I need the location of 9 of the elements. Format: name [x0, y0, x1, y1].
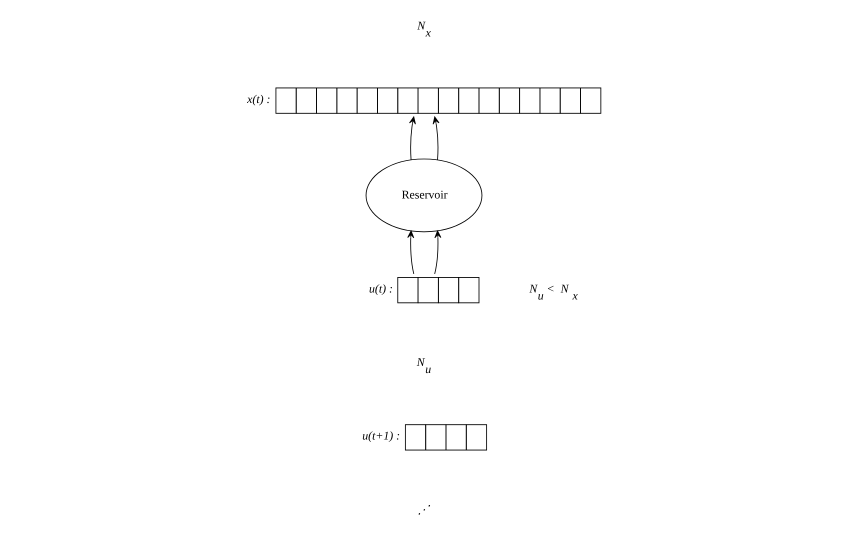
arrow	[432, 116, 439, 160]
node-label: u(t+1) :	[362, 428, 400, 443]
node-label: u(t) :	[368, 281, 392, 296]
node-label: x(t) :	[246, 92, 270, 106]
node-ellipse: Reservoir	[365, 158, 482, 232]
arrow	[434, 230, 441, 274]
arrow	[406, 230, 414, 274]
label: ⋰	[417, 502, 430, 516]
arrow	[408, 116, 416, 160]
